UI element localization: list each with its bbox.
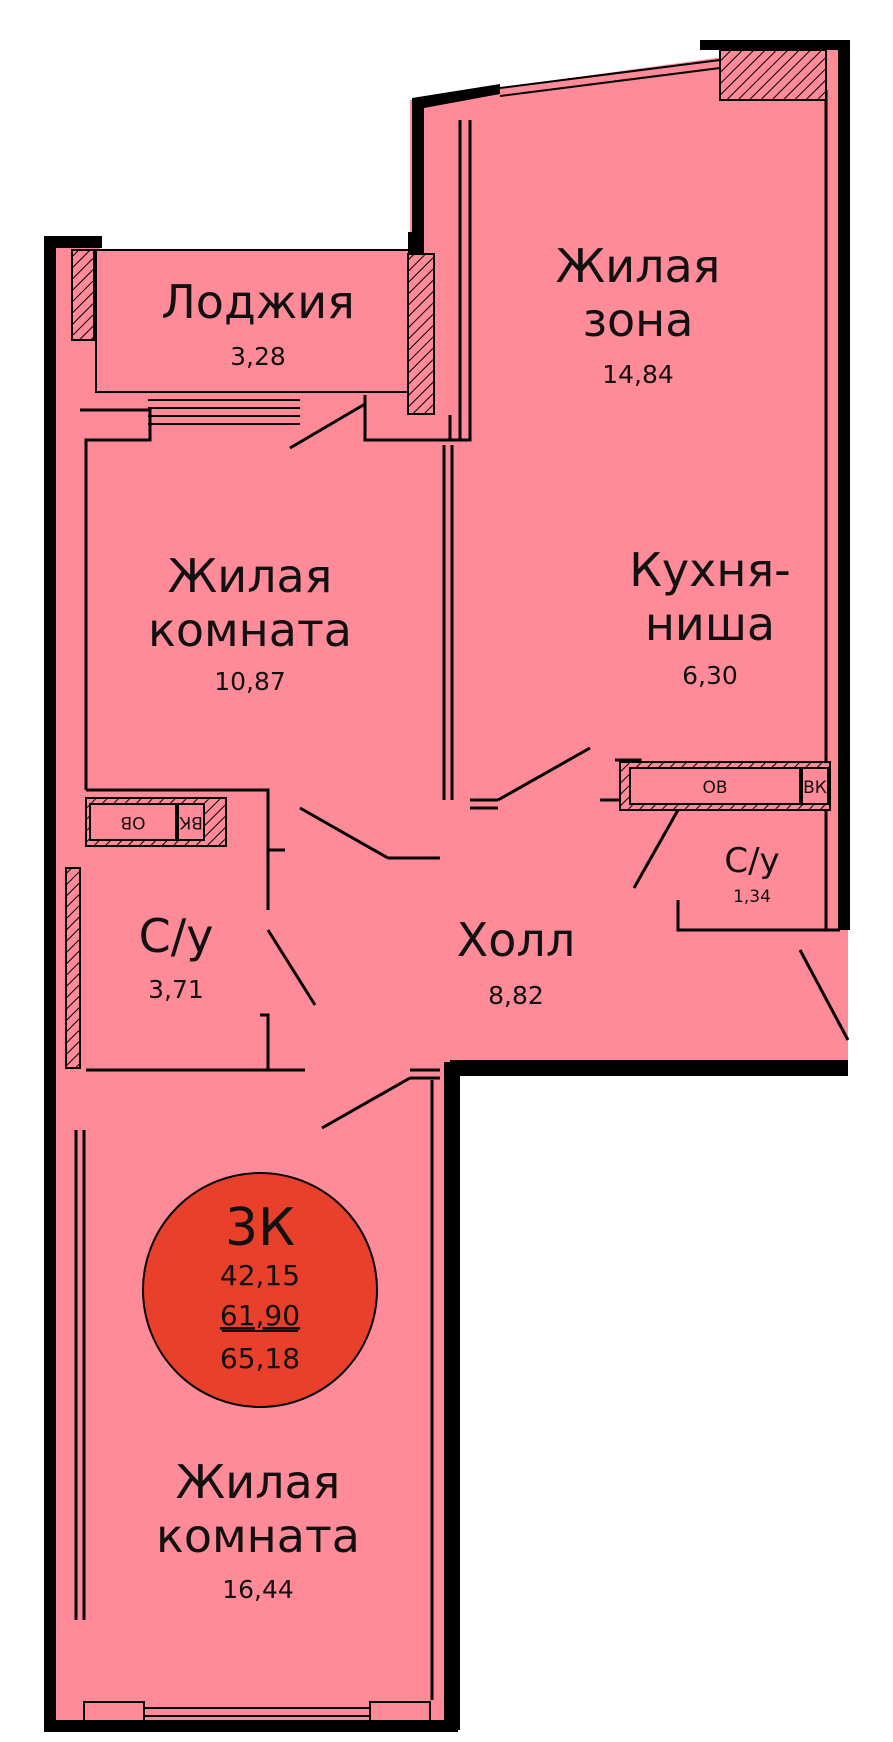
room-kitchen-line1: Кухня- [629,543,790,597]
room-bath-large-area: 3,71 [148,975,204,1004]
room-living-zone-line1: Жилая [556,239,721,293]
room-living-zone-area: 14,84 [602,360,674,389]
room-bedroom-top-line1: Жилая [168,549,333,603]
room-hall-area: 8,82 [488,981,544,1010]
bath-wall-hatch [65,867,81,1069]
room-loggia-name: Лоджия [161,275,355,329]
shaft-vk-label-right: ВК [803,778,827,798]
shaft-ov-label-left: ОВ [120,812,145,832]
door-swings [266,402,850,1130]
room-kitchen-area: 6,30 [682,661,738,690]
room-kitchen-line2: ниша [645,597,775,651]
room-bedroom-top-area: 10,87 [214,667,286,696]
room-bedroom-top-line2: комната [148,603,352,657]
loggia-wall-hatch [407,253,435,415]
interior-walls [74,90,840,1700]
loggia-left-hatch [71,249,95,341]
room-bath-small-name: С/у [724,841,779,881]
room-loggia-area: 3,28 [230,342,286,371]
outer-walls [44,40,850,1732]
room-bedroom-bottom-line2: комната [156,1509,360,1563]
room-bath-small-area: 1,34 [733,887,771,907]
room-bedroom-bottom-area: 16,44 [222,1575,294,1604]
apartment-badge: 3К 42,15 61,90 65,18 [142,1172,378,1408]
room-bedroom-bottom-line1: Жилая [176,1455,341,1509]
badge-total-area: 61,90 [220,1299,300,1332]
room-bath-large-name: С/у [139,909,214,963]
shaft-right [619,761,831,811]
room-living-zone-line2: зона [583,293,694,347]
shaft-ov-label-right: ОВ [702,778,727,798]
shaft-left [85,797,227,847]
shaft-vk-label-left: ВК [179,812,203,832]
window-sills [83,49,827,1723]
badge-living-area: 42,15 [220,1259,300,1292]
room-hall-name: Холл [457,913,575,967]
badge-full-area: 65,18 [220,1342,300,1375]
badge-type: 3К [225,1198,295,1258]
